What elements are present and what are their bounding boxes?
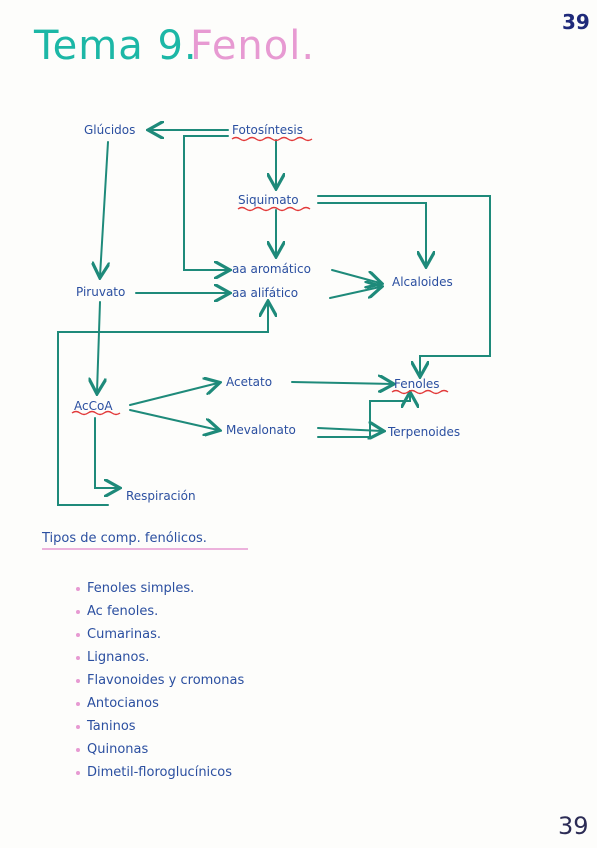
title-main: Tema 9. bbox=[34, 23, 198, 69]
node-piruvato: Piruvato bbox=[76, 285, 126, 299]
list-item: Fenoles simples. bbox=[76, 582, 194, 595]
title-sub: Fenol. bbox=[190, 23, 316, 69]
node-siquimato: Siquimato bbox=[238, 193, 299, 207]
bullet-icon bbox=[76, 609, 80, 614]
bullet-icon bbox=[76, 632, 80, 637]
list-item: Lignanos. bbox=[76, 651, 149, 664]
list-item-text: Fenoles simples. bbox=[87, 581, 195, 596]
node-acoa: AcCoA bbox=[74, 399, 113, 413]
list-item: Quinonas bbox=[76, 743, 148, 756]
arrow-respiracion-aa-alifatico bbox=[57, 303, 268, 506]
node-glucidos: Glúcidos bbox=[84, 123, 136, 137]
list-item-text: Antocianos bbox=[87, 696, 159, 711]
underline-fotosintesis bbox=[231, 136, 313, 142]
list-item-text: Lignanos. bbox=[87, 650, 150, 665]
list-item-text: Dimetil-floroglucínicos bbox=[87, 765, 233, 780]
arrow-acoa-mevalonato bbox=[129, 409, 218, 430]
underline-fenoles bbox=[391, 389, 449, 395]
bullet-icon bbox=[76, 747, 80, 752]
node-fotosintesis: Fotosíntesis bbox=[232, 123, 303, 137]
bullet-icon bbox=[76, 724, 80, 729]
arrow-glucidos-piruvato bbox=[100, 141, 108, 276]
bullet-icon bbox=[76, 701, 80, 706]
list-item-text: Quinonas bbox=[87, 742, 149, 757]
node-aa-alifatico: aa alifático bbox=[232, 286, 299, 300]
list-item: Taninos bbox=[76, 720, 136, 733]
node-fenoles: Fenoles bbox=[394, 377, 440, 391]
list-item: Dimetil-floroglucínicos bbox=[76, 766, 232, 779]
arrow-fotosintesis-aa-aromatico bbox=[183, 135, 228, 270]
list-item: Ac fenoles. bbox=[76, 605, 158, 618]
list-item-text: Ac fenoles. bbox=[87, 604, 159, 619]
arrow-aa-alifatico-alcaloides bbox=[329, 287, 380, 299]
list-item: Flavonoides y cromonas bbox=[76, 674, 244, 687]
node-alcaloides: Alcaloides bbox=[392, 275, 453, 289]
arrow-acetato-fenoles bbox=[291, 382, 392, 384]
node-acetato: Acetato bbox=[226, 375, 273, 389]
underline-siquimato bbox=[237, 206, 311, 212]
list-item-text: Flavonoides y cromonas bbox=[87, 673, 245, 688]
arrow-siquimato-fenoles bbox=[317, 195, 491, 375]
page-number-bottom: 39 bbox=[558, 812, 589, 840]
node-terpenoides: Terpenoides bbox=[388, 425, 461, 439]
node-respiracion: Respiración bbox=[126, 489, 196, 503]
arrow-mevalonato-terpenoides bbox=[317, 428, 382, 431]
arrow-piruvato-acoa bbox=[97, 301, 100, 392]
bullet-icon bbox=[76, 586, 80, 591]
bullet-icon bbox=[76, 655, 80, 660]
bullet-icon bbox=[76, 678, 80, 683]
list-item: Antocianos bbox=[76, 697, 159, 710]
arrow-aa-aromatico-alcaloides bbox=[331, 269, 380, 283]
section-title: Tipos de comp. fenólicos. bbox=[42, 531, 207, 546]
bullet-icon bbox=[76, 770, 80, 775]
arrow-acoa-respiracion bbox=[94, 417, 118, 488]
underline-acoa bbox=[71, 410, 121, 416]
list-item: Cumarinas. bbox=[76, 628, 161, 641]
list-item-text: Cumarinas. bbox=[87, 627, 162, 642]
arrow-siquimato-alcaloides bbox=[317, 202, 426, 265]
node-mevalonato: Mevalonato bbox=[226, 423, 296, 437]
arrow-mevalonato-fenoles bbox=[317, 394, 410, 438]
list-item-text: Taninos bbox=[87, 719, 136, 734]
page-number-top: 39 bbox=[562, 10, 590, 34]
arrow-acoa-acetato bbox=[129, 383, 218, 406]
node-aa-aromatico: aa aromático bbox=[232, 262, 311, 276]
